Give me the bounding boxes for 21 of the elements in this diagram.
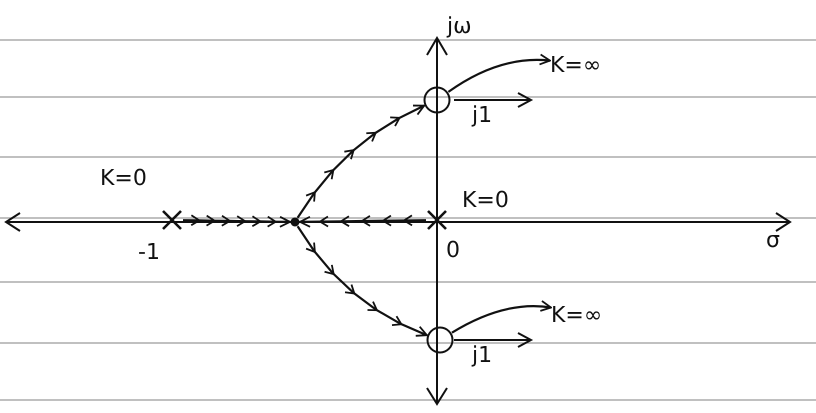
zero-circle [423,86,451,114]
gain-label: K=0 [462,188,509,214]
zero-value-label: j1 [472,343,492,369]
root-locus-branch [182,214,290,228]
pointer-arrow [448,54,551,93]
pole-cross [161,209,183,231]
gain-label: K=0 [100,166,147,192]
zero-value-label: j1 [472,103,492,129]
axis-value-label: 0 [446,238,460,264]
gain-label: K=∞ [550,52,646,80]
axis-value-label: -1 [138,240,160,266]
root-locus-branch [300,214,426,228]
pointer-arrow [451,300,552,334]
axis-label: jω [447,14,472,40]
breakaway-point [290,217,300,227]
axis-label: σ [766,228,780,254]
root-locus-branch [296,226,428,337]
pole-cross [426,209,448,231]
gain-label: K=∞ [551,302,655,330]
zero-circle [426,326,454,354]
root-locus-branch [296,104,425,218]
